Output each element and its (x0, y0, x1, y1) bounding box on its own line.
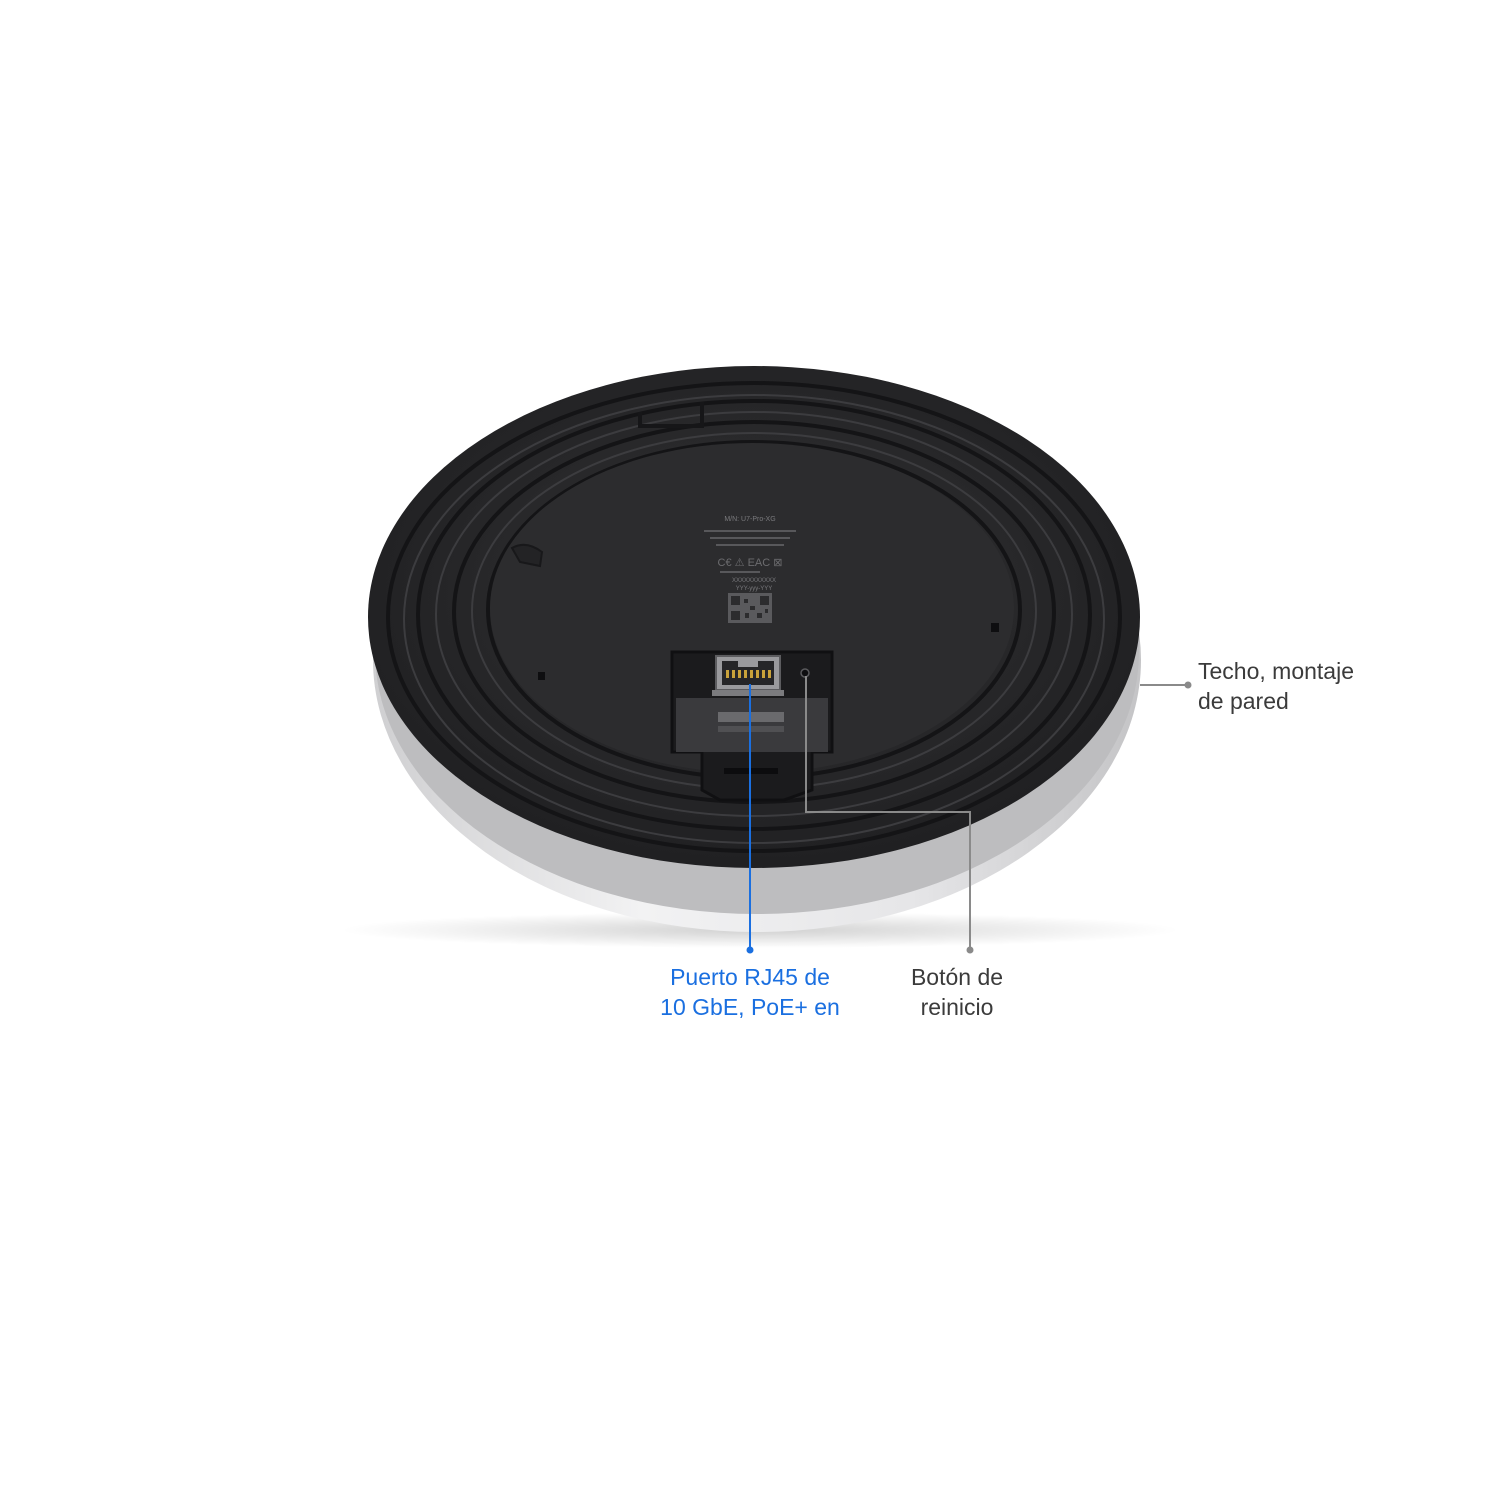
callout-mount-line1: Techo, montaje (1198, 658, 1354, 684)
callout-mount-line2: de pared (1198, 688, 1289, 714)
callout-rj45-line1: Puerto RJ45 de (670, 964, 830, 990)
serial-label: XXXXXXXXXXX (732, 578, 776, 584)
callout-leader-rj45 (746, 684, 754, 954)
callout-reset-line1: Botón de (910, 964, 1004, 990)
callout-mount-label: Techo, montaje de pared (1198, 656, 1354, 716)
callout-reset-line2: reinicio (920, 994, 994, 1020)
callout-rj45-label: Puerto RJ45 de 10 GbE, PoE+ en (600, 962, 900, 1022)
callout-leader-mount (1140, 681, 1192, 689)
callout-reset-label: Botón de reinicio (857, 962, 1057, 1022)
date-label: YYY-yyy-YYY (736, 586, 772, 592)
reset-button-icon (800, 668, 810, 678)
svg-text:C€ ⚠ EAC ⊠: C€ ⚠ EAC ⊠ (718, 557, 783, 569)
model-label: M/N: U7-Pro-XG (724, 516, 775, 523)
callout-rj45-line2: 10 GbE, PoE+ en (660, 994, 840, 1020)
callout-leader-reset (805, 676, 974, 954)
rj45-port-icon (712, 655, 784, 696)
qr-code-icon (728, 593, 772, 623)
regulatory-label: M/N: U7-Pro-XG C€ ⚠ EAC ⊠ XXXXXXXXXXX YY… (704, 516, 796, 592)
